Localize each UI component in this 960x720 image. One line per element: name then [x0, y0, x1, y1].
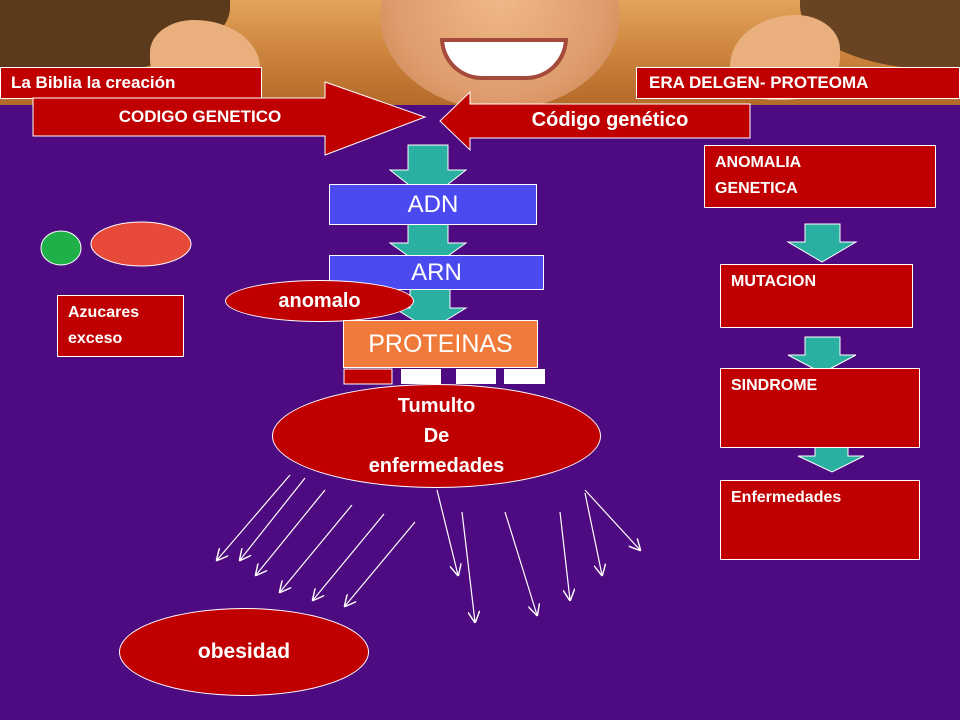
header-right-label: ERA DELGEN- PROTEOMA — [636, 67, 960, 99]
enfermedades-box: Enfermedades — [720, 480, 920, 560]
protein-bar-white-2 — [456, 369, 496, 384]
anomalo-ellipse: anomalo — [225, 280, 414, 322]
tumulto-line-1: Tumulto — [397, 395, 476, 417]
fan-arrows — [217, 474, 640, 622]
obesidad-text: obesidad — [197, 640, 291, 663]
mutacion-text: MUTACION — [731, 273, 817, 290]
fan-arrow-9 — [504, 511, 537, 615]
obesidad-ellipse: obesidad — [119, 608, 369, 696]
protein-bar-white-3 — [504, 369, 545, 384]
sindrome-box: SINDROME — [720, 368, 920, 448]
tumulto-ellipse: Tumulto De enfermedades — [272, 384, 601, 488]
salmon-oval — [90, 221, 192, 267]
arrow-left-codigo — [439, 90, 751, 152]
header-right-text: ERA DELGEN- PROTEOMA — [649, 73, 869, 92]
protein-bar-red — [343, 368, 393, 385]
proteinas-box: PROTEINAS — [343, 320, 538, 368]
header-left-text: La Biblia la creación — [11, 73, 176, 92]
anomalia-line-1: ANOMALIA — [715, 154, 802, 171]
green-circle — [40, 230, 82, 266]
fan-arrow-3 — [256, 489, 326, 575]
fan-arrow-1 — [217, 474, 291, 560]
teal-arrow-right-2 — [787, 336, 857, 374]
adn-box: ADN — [329, 184, 537, 225]
arrow-right-label: Código genético — [480, 109, 740, 132]
anomalo-text: anomalo — [278, 289, 361, 312]
fan-arrow-11 — [584, 492, 602, 575]
arn-box: ARN — [329, 255, 544, 290]
fan-arrow-8 — [461, 511, 475, 622]
mutacion-box: MUTACION — [720, 264, 913, 328]
teal-arrow-right-1 — [786, 223, 858, 263]
azucares-box: Azucares exceso — [57, 295, 184, 357]
tumulto-line-3: enfermedades — [368, 455, 505, 477]
fan-arrow-4 — [280, 504, 353, 592]
anomalia-line-2: GENETICA — [715, 179, 798, 197]
fan-arrow-12 — [584, 489, 640, 550]
arrow-left-label: CODIGO GENETICO — [60, 107, 340, 127]
fan-arrow-5 — [313, 513, 385, 600]
fan-arrow-10 — [559, 511, 570, 600]
codigo-genetico-text: Código genético — [531, 109, 689, 131]
proteinas-text: PROTEINAS — [368, 329, 513, 358]
protein-bar-white-1 — [401, 369, 441, 384]
azucares-line-2: exceso — [68, 329, 123, 347]
enfermedades-text: Enfermedades — [731, 489, 842, 506]
fan-arrow-7 — [436, 489, 458, 575]
anomalia-genetica-box: ANOMALIA GENETICA — [704, 145, 936, 208]
codigo-genetico-upper-text: CODIGO GENETICO — [118, 107, 282, 126]
arrow-right-codigo — [32, 81, 427, 156]
sindrome-text: SINDROME — [731, 377, 818, 394]
fan-arrow-6 — [345, 521, 416, 606]
fan-arrow-2 — [240, 477, 306, 560]
arn-text: ARN — [411, 258, 462, 286]
azucares-line-1: Azucares — [68, 304, 140, 321]
tumulto-line-2: De — [423, 425, 450, 447]
adn-text: ADN — [407, 190, 459, 218]
